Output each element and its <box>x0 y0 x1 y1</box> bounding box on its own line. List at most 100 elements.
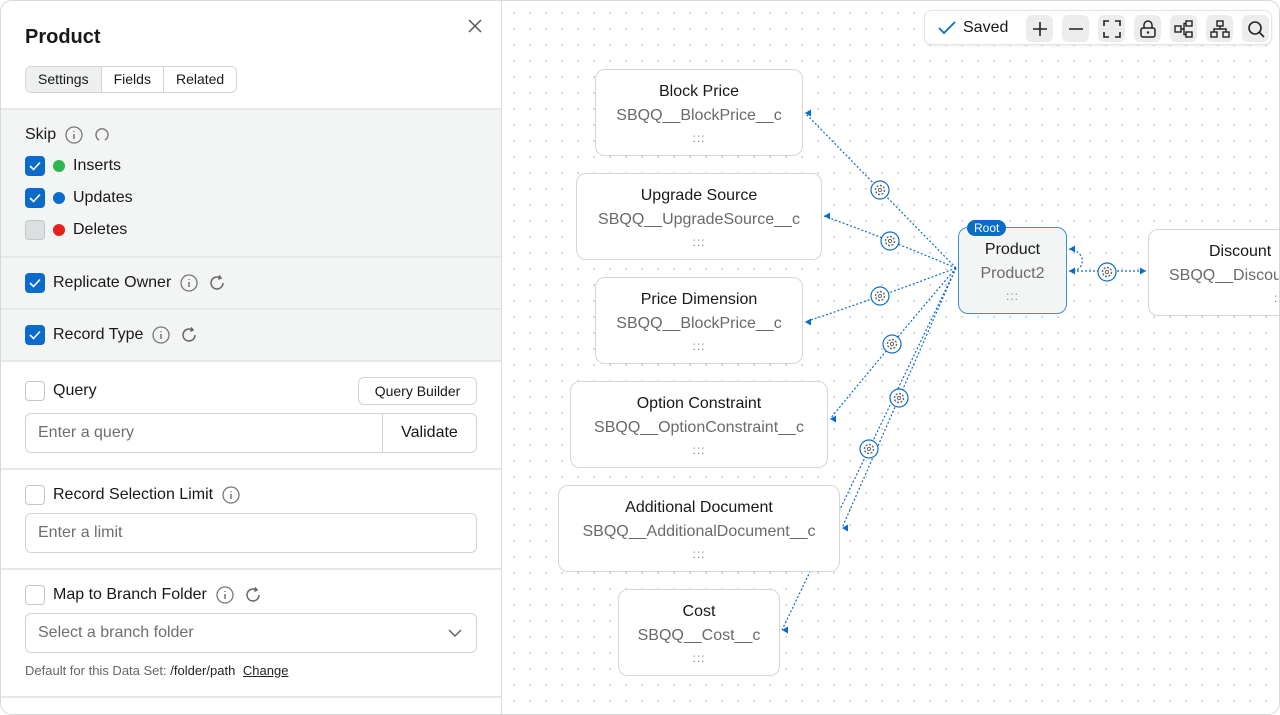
relationship-edge[interactable] <box>1068 248 1083 272</box>
replicate-owner-checkbox[interactable] <box>25 273 45 293</box>
limit-input[interactable]: Enter a limit <box>25 513 477 553</box>
record-type-row: Record Type <box>25 325 199 345</box>
refresh-icon[interactable] <box>179 325 199 345</box>
default-folder-label: Default for this Data Set: <box>25 663 167 678</box>
info-icon[interactable] <box>179 273 199 293</box>
query-input[interactable]: Enter a query <box>25 413 383 453</box>
info-icon[interactable] <box>215 585 235 605</box>
record-type-label: Record Type <box>53 326 144 343</box>
edge-arrow <box>824 212 830 220</box>
tab-related[interactable]: Related <box>175 71 225 87</box>
edge-arrow <box>805 109 811 117</box>
horizontal-layout-button[interactable] <box>1170 15 1197 42</box>
minus-icon <box>1068 27 1083 30</box>
panel-title: Product <box>25 26 101 48</box>
change-folder-link[interactable]: Change <box>242 663 289 678</box>
branch-checkbox[interactable] <box>25 585 45 605</box>
tab-settings[interactable]: Settings <box>26 67 102 92</box>
zoom-out-button[interactable] <box>1062 15 1089 42</box>
node-name: Price Dimension <box>640 291 758 308</box>
edge-arrow <box>782 626 788 634</box>
updates-label: Updates <box>73 189 133 206</box>
node-api-name: SBQQ__BlockPrice__c <box>616 315 782 332</box>
refresh-icon[interactable] <box>243 585 263 605</box>
updates-checkbox[interactable] <box>25 188 45 208</box>
record-type-checkbox[interactable] <box>25 325 45 345</box>
node-name: Block Price <box>658 83 740 100</box>
limit-checkbox[interactable] <box>25 485 45 505</box>
relationship-settings-icon[interactable] <box>880 231 900 251</box>
relationship-settings-icon[interactable] <box>1097 262 1117 282</box>
edge-arrow <box>805 318 811 326</box>
drag-handle-icon[interactable]: ::: <box>1005 289 1019 303</box>
drag-handle-icon[interactable]: ::: <box>692 339 706 353</box>
tab-fields[interactable]: Fields <box>102 67 164 92</box>
check-icon <box>938 21 956 35</box>
relationship-settings-icon[interactable] <box>882 334 902 354</box>
relationship-settings-icon[interactable] <box>859 439 879 459</box>
query-builder-button[interactable]: Query Builder <box>358 377 477 405</box>
node-api-name: SBQQ__OptionConstraint__c <box>594 419 804 436</box>
lock-button[interactable] <box>1134 15 1161 42</box>
edge-arrow <box>842 524 848 532</box>
skip-updates[interactable]: Updates <box>25 188 133 208</box>
query-checkbox[interactable] <box>25 381 45 401</box>
lock-icon <box>1139 19 1156 38</box>
query-row: Query <box>25 381 97 401</box>
branch-folder-select[interactable]: Select a branch folder <box>25 613 477 653</box>
zoom-in-button[interactable] <box>1026 15 1053 42</box>
node-api-name: Product2 <box>980 265 1045 282</box>
skip-deletes[interactable]: Deletes <box>25 220 127 240</box>
drag-handle-icon[interactable]: ::: <box>692 235 706 249</box>
info-icon[interactable] <box>151 325 171 345</box>
inserts-checkbox[interactable] <box>25 156 45 176</box>
relationship-settings-icon[interactable] <box>870 180 890 200</box>
node-name: Upgrade Source <box>640 187 758 204</box>
limit-label: Record Selection Limit <box>53 486 214 503</box>
plus-icon <box>1032 21 1047 36</box>
drag-handle-icon[interactable]: ::: <box>692 131 706 145</box>
relationship-edge[interactable] <box>829 267 957 420</box>
layout-horizontal-icon <box>1173 19 1193 38</box>
search-button[interactable] <box>1242 15 1269 42</box>
validate-button[interactable]: Validate <box>382 413 477 453</box>
drag-handle-icon[interactable]: ::: <box>692 547 706 561</box>
replicate-owner-row: Replicate Owner <box>25 273 227 293</box>
relationship-settings-icon[interactable] <box>889 388 909 408</box>
tree-layout-button[interactable] <box>1206 15 1233 42</box>
relationship-settings-icon[interactable] <box>870 286 890 306</box>
refresh-icon[interactable] <box>207 273 227 293</box>
close-icon[interactable] <box>466 17 484 35</box>
skip-inserts[interactable]: Inserts <box>25 156 121 176</box>
search-icon <box>1247 20 1265 38</box>
drag-handle-icon[interactable]: ::: <box>692 443 706 457</box>
node-name: Discount <box>1209 243 1272 260</box>
skip-label: Skip <box>25 126 57 143</box>
drag-handle-icon[interactable]: ::: <box>1274 291 1279 305</box>
deletes-checkbox[interactable] <box>25 220 45 240</box>
skip-section <box>1 108 501 258</box>
chevron-down-icon <box>448 629 462 638</box>
layout-tree-icon <box>1209 19 1230 38</box>
settings-panel: Product Settings Fields Related Skip Ins… <box>1 1 502 714</box>
edge-arrow <box>1069 245 1075 253</box>
info-icon[interactable] <box>64 125 84 145</box>
fit-view-button[interactable] <box>1098 15 1125 42</box>
drag-handle-icon[interactable]: ::: <box>692 651 706 665</box>
fullscreen-icon <box>1102 19 1121 38</box>
reset-icon[interactable] <box>92 125 112 145</box>
node-api-name: SBQQ__Discou <box>1169 267 1280 284</box>
info-icon[interactable] <box>221 485 241 505</box>
updates-status-dot <box>53 192 65 204</box>
default-folder-path: /folder/path <box>170 663 236 678</box>
panel-tabs: Settings Fields Related <box>25 66 238 93</box>
